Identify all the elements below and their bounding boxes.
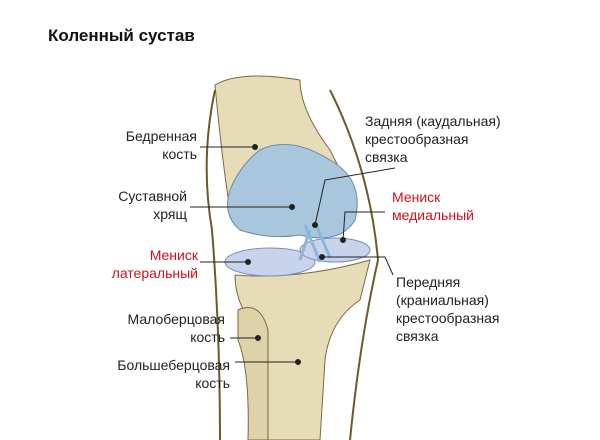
cruciate-ligaments: [298, 221, 332, 263]
articular-cartilage: [227, 143, 358, 239]
fibula-bone: [237, 307, 269, 440]
page-title: Коленный сустав: [48, 26, 195, 45]
leader-lines: [190, 144, 396, 365]
skin-outline: [205, 89, 380, 440]
